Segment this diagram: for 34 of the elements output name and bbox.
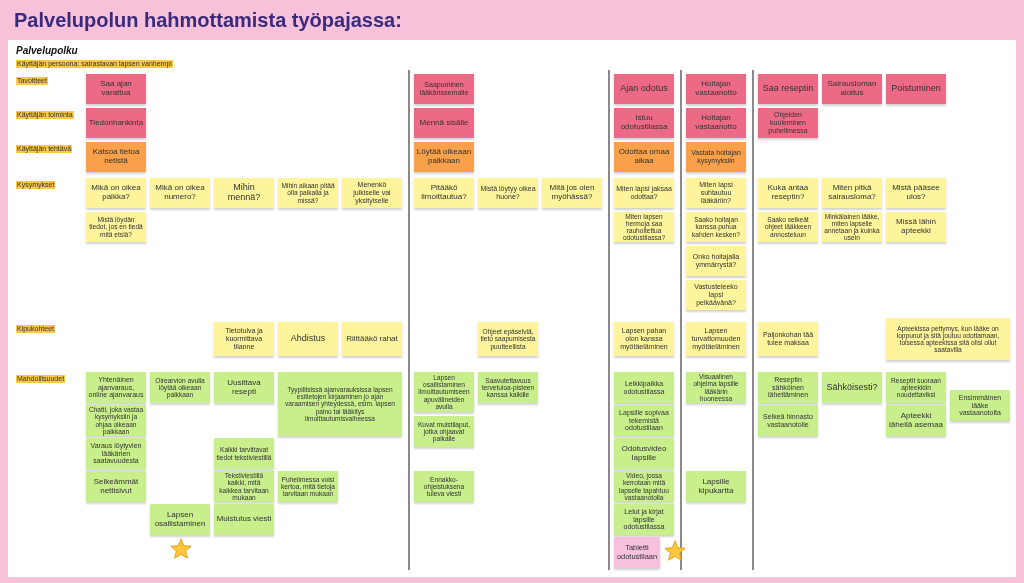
- page-title: Palvelupolun hahmottamista työpajassa:: [14, 9, 402, 32]
- sticky-note: Lapsille kipukartta: [686, 471, 746, 502]
- sticky-note: Mihin mennä?: [214, 178, 274, 208]
- sticky-note: Saa reseptin: [758, 74, 818, 104]
- sticky-note: Sähköisesti?: [822, 372, 882, 403]
- sticky-note: Miten pitkä sairausloma?: [822, 178, 882, 208]
- sticky-note: Odotusvideo lapsille: [614, 438, 674, 469]
- sticky-note: Mistä pääsee ulos?: [886, 178, 946, 208]
- sticky-note: Mikä on oikea paikka?: [86, 178, 146, 208]
- sticky-note: Hoitajan vastaanotto: [686, 74, 746, 104]
- sticky-note: Selkeämmät nettisivut: [86, 471, 146, 502]
- sticky-note: Odottaa omaa aikaa: [614, 142, 674, 172]
- sticky-note: Uusittava resepti: [214, 372, 274, 403]
- sticky-note: Muistutus viesti: [214, 504, 274, 535]
- sticky-note: Istuu odotustilassa: [614, 108, 674, 138]
- sticky-note: Pitääkö ilmoittautua?: [414, 178, 474, 208]
- sticky-note: Mennä sisälle: [414, 108, 474, 138]
- sticky-note: Hoitajan vastaanotto: [686, 108, 746, 138]
- board-heading: Palvelupolku: [16, 45, 78, 56]
- sticky-note: Riittääkö rahat: [342, 322, 402, 356]
- sticky-note: Sairausloman aloitus: [822, 74, 882, 104]
- sticky-note: Saa ajan varattua: [86, 74, 146, 104]
- sticky-note: Poistuminen: [886, 74, 946, 104]
- sticky-note: Mikä on oikea numero?: [150, 178, 210, 208]
- sticky-note: Apteekki lähellä asemaa: [886, 405, 946, 436]
- sticky-note: Mitä jos olen myöhässä?: [542, 178, 602, 208]
- sticky-note: Tiedonhankinta: [86, 108, 146, 138]
- sticky-note: Ajan odotus: [614, 74, 674, 104]
- sticky-note: Löytää oikeaan paikkaan: [414, 142, 474, 172]
- sticky-note: Lapsen osallistaminen: [150, 504, 210, 535]
- sticky-note: Ahdistus: [278, 322, 338, 356]
- sticky-note: Missä lähin apteekki: [886, 212, 946, 242]
- sticky-note: Katsoa tietoa netistä: [86, 142, 146, 172]
- sticky-note: Kuka antaa reseptin?: [758, 178, 818, 208]
